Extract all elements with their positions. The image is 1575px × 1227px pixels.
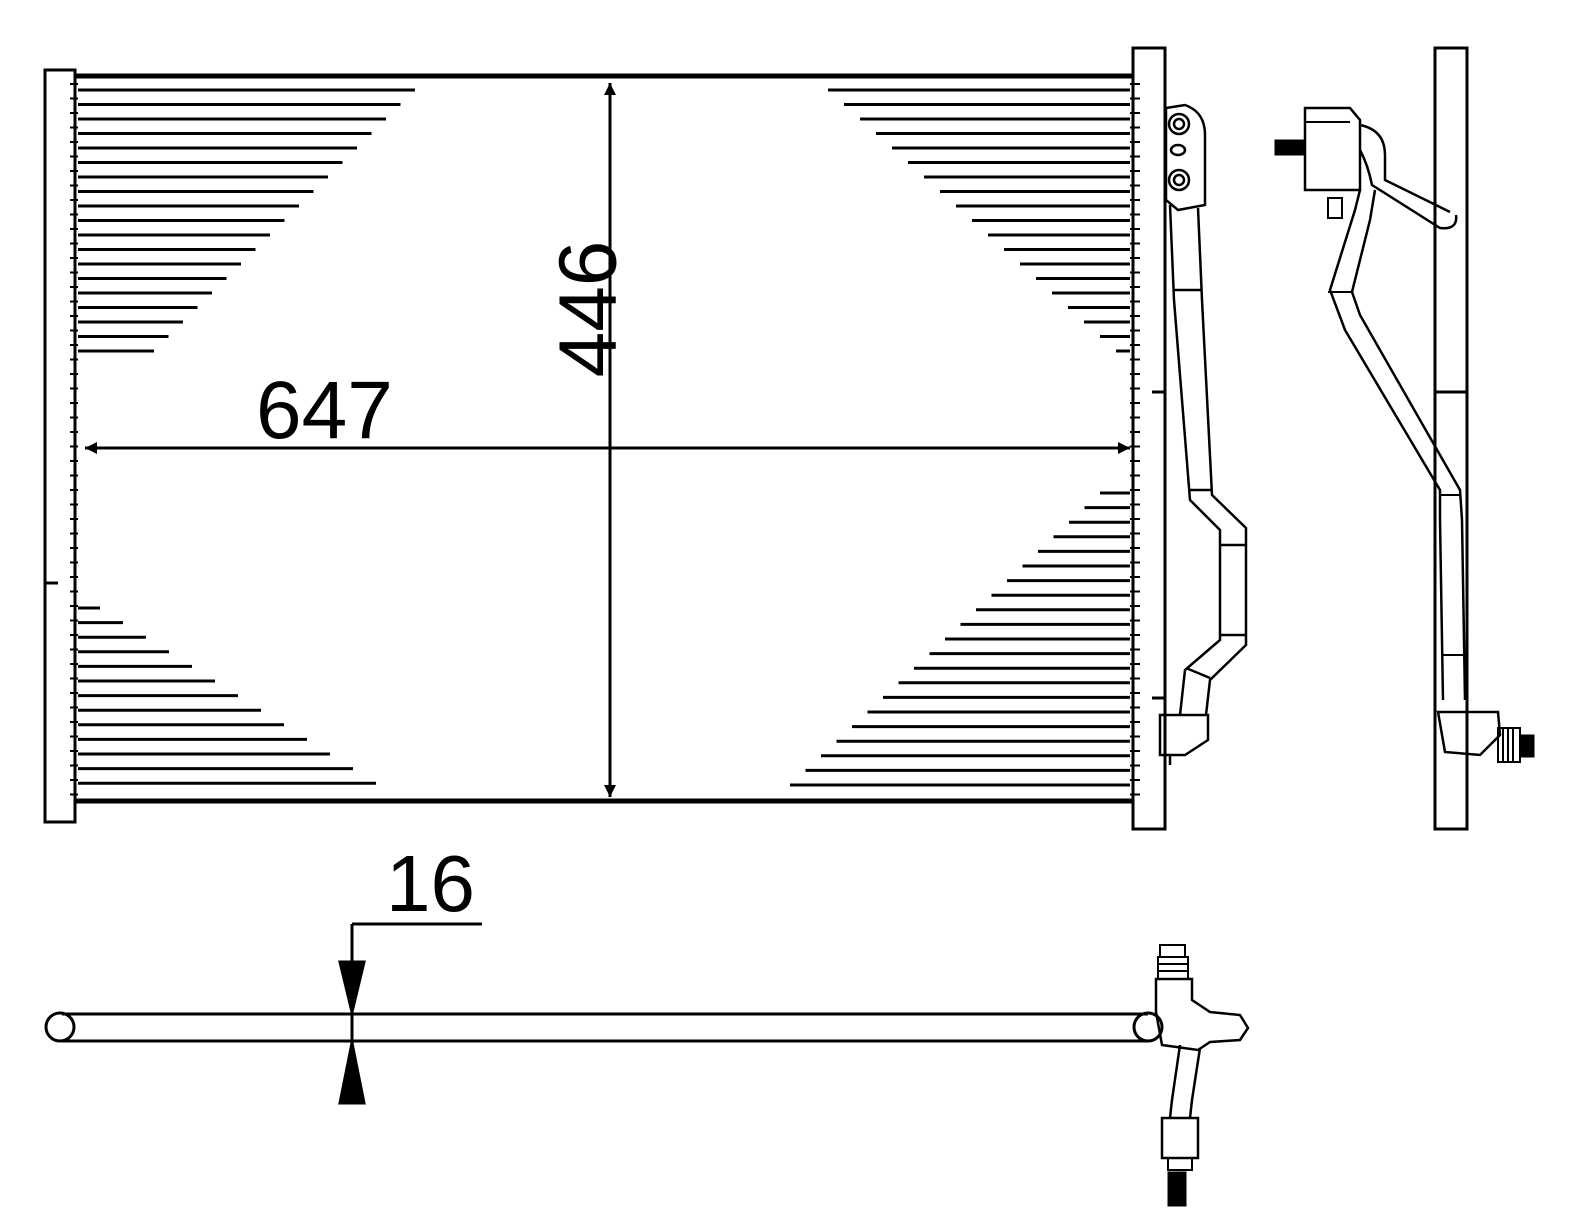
side-view (1274, 46, 1535, 831)
tank-ticks (70, 83, 1140, 796)
right-header-tank (1131, 46, 1167, 831)
top-view-left-tank-end (44, 1011, 76, 1043)
front-view (43, 46, 1248, 831)
top-view (44, 944, 1250, 1207)
pipe-port-lower (1167, 168, 1191, 192)
front-pipe-assembly (1158, 103, 1248, 765)
pipe-port-upper (1167, 112, 1191, 136)
thickness-dimension-label: 16 (386, 839, 475, 928)
thickness-dimension-line (338, 922, 482, 1105)
height-dimension-label: 446 (542, 240, 634, 378)
top-view-right-tank-end (1132, 1011, 1164, 1043)
side-header-tank (1433, 46, 1469, 831)
cooling-fins (78, 88, 1130, 787)
width-dimension-label: 647 (256, 365, 393, 456)
